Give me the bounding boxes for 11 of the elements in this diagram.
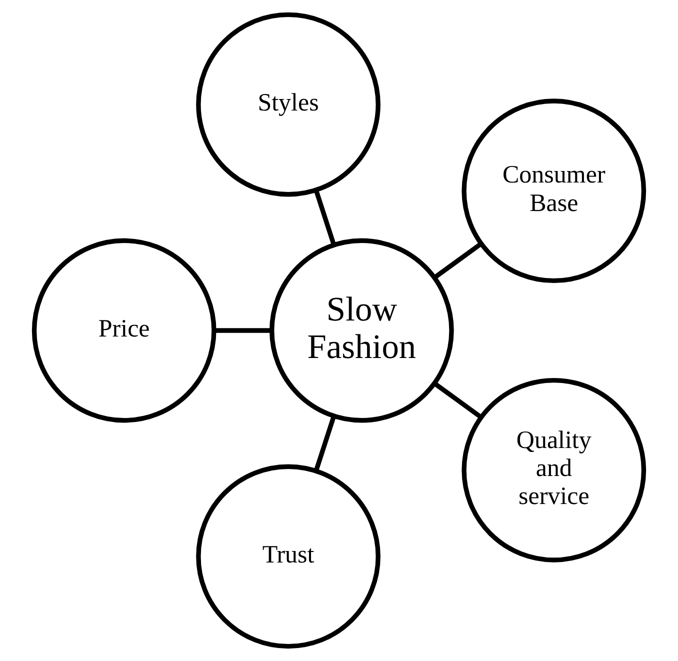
connector (434, 382, 482, 420)
connector (314, 416, 336, 472)
node-circle: Styles (196, 12, 380, 197)
connector (314, 190, 336, 246)
connector (434, 242, 482, 280)
node-circle: Quality and service (462, 378, 646, 562)
node-circle: Consumer Base (462, 98, 646, 284)
node-circle: Trust (196, 464, 380, 649)
node-circle: Slow Fashion (270, 238, 454, 423)
node-circle: Price (32, 238, 216, 423)
connector (214, 328, 272, 333)
